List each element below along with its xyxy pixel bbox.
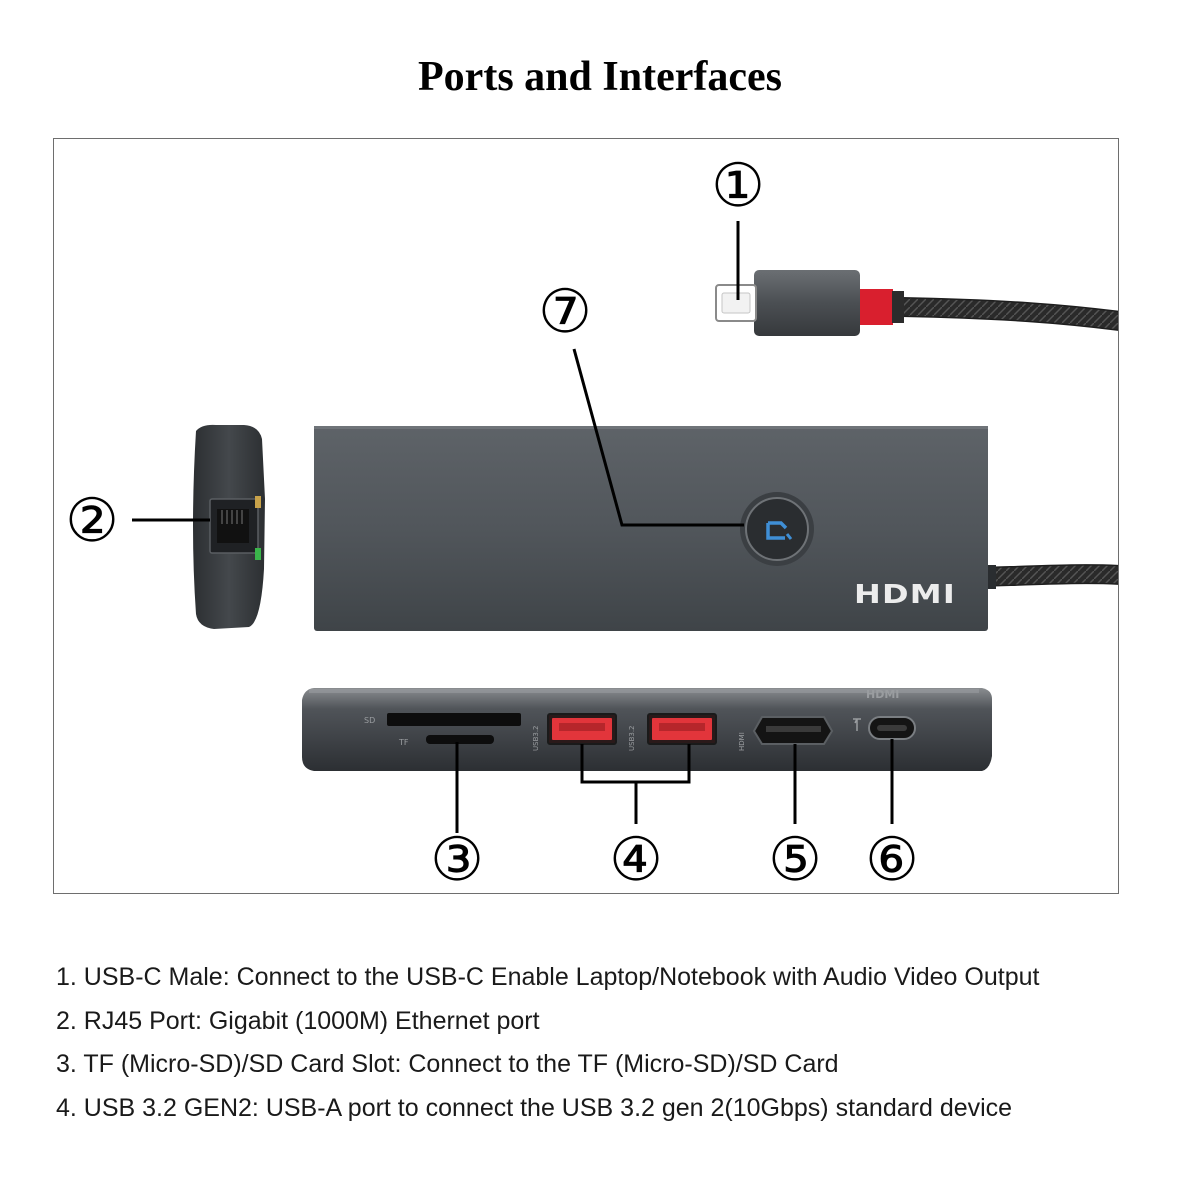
tf-label: TF: [398, 738, 409, 747]
cable-red-ring: [859, 289, 893, 325]
callout-5: ⑤: [768, 825, 822, 894]
hdmi-logo: HDMI: [854, 580, 956, 610]
callout-4: ④: [609, 825, 663, 894]
rj45-port: [193, 424, 265, 629]
usb-a-label-1: USB3.2: [532, 725, 540, 751]
rj45-green-led: [255, 548, 261, 560]
usb-c-plug: [715, 270, 1118, 336]
usb-a-port-1: [547, 713, 617, 745]
callout-6: ⑥: [865, 825, 919, 894]
usb-a-port-2: [647, 713, 717, 745]
hub-illustration: HDMI HDMI SD TF USB3.2 USB3.2: [65, 151, 1118, 894]
legend-item-rj45: 2. RJ45 Port: Gigabit (1000M) Ethernet p…: [56, 1006, 540, 1035]
power-delivery-icon: [853, 718, 861, 731]
legend-item-usb-a: 4. USB 3.2 GEN2: USB-A port to connect t…: [56, 1093, 1013, 1122]
callout-7: ⑦: [538, 277, 592, 347]
callout-2: ②: [65, 486, 119, 556]
usb-c-port: [853, 716, 916, 740]
sd-card-slot: [387, 713, 521, 726]
callout-labels: ① ② ③ ④ ⑤ ⑥ ⑦: [65, 151, 919, 894]
port-legend: 1. USB-C Male: Connect to the USB-C Enab…: [56, 956, 1156, 1130]
product-diagram: HDMI HDMI SD TF USB3.2 USB3.2: [53, 138, 1119, 894]
tf-card-slot: [426, 735, 494, 744]
legend-item-usb-c: 1. USB-C Male: Connect to the USB-C Enab…: [56, 963, 1040, 991]
sd-label: SD: [364, 716, 375, 725]
hub-side-body: HDMI SD TF USB3.2 USB3.2 HDMI: [302, 688, 992, 771]
hdmi-edge-logo: HDMI: [866, 688, 899, 701]
rj45-amber-led: [255, 496, 261, 508]
led-power-icon: [766, 521, 793, 540]
hdmi-port-label: HDMI: [738, 732, 746, 751]
page-title: Ports and Interfaces: [418, 54, 782, 100]
leader-7: [572, 348, 744, 527]
callout-1: ①: [711, 151, 765, 221]
leader-lines: [132, 221, 894, 833]
hub-top-body: HDMI: [314, 426, 1118, 631]
callout-3: ③: [430, 825, 484, 894]
legend-item-card-slot: 3. TF (Micro-SD)/SD Card Slot: Connect t…: [56, 1050, 839, 1078]
usb-a-label-2: USB3.2: [628, 725, 636, 751]
